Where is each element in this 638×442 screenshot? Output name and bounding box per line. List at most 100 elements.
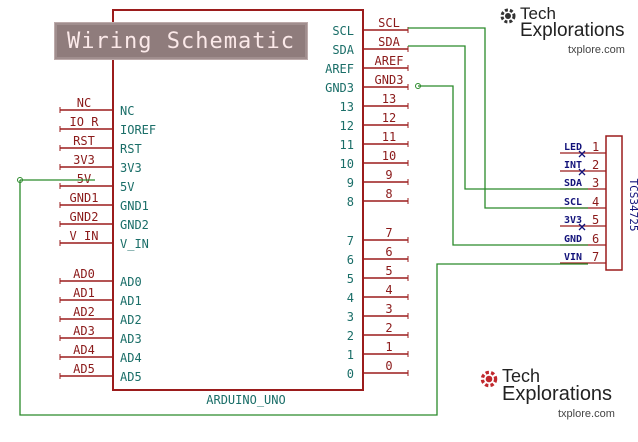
pin-label: GND3 (325, 81, 354, 95)
net-label: GND3 (375, 73, 404, 87)
module-pin-label: SDA (564, 178, 582, 189)
module-pin-number: 4 (592, 195, 599, 209)
module-pin-number: 2 (592, 158, 599, 172)
pin-label: 0 (347, 367, 354, 381)
net-label: NC (77, 96, 91, 110)
net-label: 8 (385, 187, 392, 201)
pin-label: SCL (332, 24, 354, 38)
right-pin-9: 99 (347, 168, 409, 190)
pin-label: GND2 (120, 218, 149, 232)
right-pin-1: 11 (347, 340, 409, 362)
pin-label: AREF (325, 62, 354, 76)
pin-label: NC (120, 104, 134, 118)
pin-label: AD4 (120, 351, 142, 365)
gear-icon (480, 370, 498, 388)
no-connect-mark (578, 223, 586, 231)
right-pin-4: 44 (347, 283, 409, 305)
pin-label: V_IN (120, 237, 149, 251)
net-label: 9 (385, 168, 392, 182)
net-label: 2 (385, 321, 392, 335)
tech-explorations-logo-bottom: Tech Explorations txplore.com (478, 366, 628, 424)
module-pin-sda: SDA 3 (560, 176, 606, 190)
net-label: GND2 (70, 210, 99, 224)
net-label: 5 (385, 264, 392, 278)
net-label: AD1 (73, 286, 95, 300)
pin-label: AD2 (120, 313, 142, 327)
right-pin-0: 00 (347, 359, 409, 381)
wire-vin (19, 179, 588, 416)
net-label: 3 (385, 302, 392, 316)
right-pin-group: SCLSCLSDASDAAREFAREFGND3GND3131312121111… (325, 16, 409, 381)
net-label: AD2 (73, 305, 95, 319)
module-pin-label: SCL (564, 197, 582, 208)
module-pin-label: LED (564, 142, 582, 153)
pin-label: 8 (347, 195, 354, 209)
arduino-board-outline (112, 9, 364, 391)
pin-label: AD5 (120, 370, 142, 384)
net-label: AD4 (73, 343, 95, 357)
net-label: AD3 (73, 324, 95, 338)
net-label: 0 (385, 359, 392, 373)
pin-label: 4 (347, 291, 354, 305)
net-label: 3V3 (73, 153, 95, 167)
tech-explorations-logo-top: Tech Explorations txplore.com (498, 4, 638, 60)
logo-line2: Explorations (520, 20, 625, 41)
pin-label: 5V (120, 180, 134, 194)
pin-label: 11 (340, 138, 354, 152)
logo-url: txplore.com (568, 44, 625, 56)
net-label: 7 (385, 226, 392, 240)
pin-label: 2 (347, 329, 354, 343)
right-pin-7: 77 (347, 226, 409, 248)
pin-label: 5 (347, 272, 354, 286)
module-pin-label: VIN (564, 252, 582, 263)
wires (19, 27, 588, 416)
pin-label: 12 (340, 119, 354, 133)
pin-label: 10 (340, 157, 354, 171)
pin-label: 9 (347, 176, 354, 190)
net-label: 4 (385, 283, 392, 297)
pin-label: 1 (347, 348, 354, 362)
right-pin-5: 55 (347, 264, 409, 286)
title-banner: Wiring Schematic (54, 22, 308, 60)
net-label: 1 (385, 340, 392, 354)
junction-gnd3 (415, 83, 421, 89)
net-label: V_IN (70, 229, 99, 243)
right-pin-11: 11 11 (340, 130, 409, 152)
wire-scl (408, 27, 588, 209)
arduino-board-name: ARDUINO_UNO (206, 393, 285, 407)
right-pin-3: 33 (347, 302, 409, 324)
right-pin-8: 88 (347, 187, 409, 209)
module-pin-number: 7 (592, 250, 599, 264)
right-pin-6: 66 (347, 245, 409, 267)
sensor-module-connector (605, 135, 623, 271)
net-label: 11 (382, 130, 396, 144)
net-label: SCL (378, 16, 400, 30)
junction-5v (17, 177, 23, 183)
net-label: AD5 (73, 362, 95, 376)
sensor-module-name: TCS34725 (627, 179, 638, 232)
logo-line2: Explorations (502, 383, 613, 405)
net-label: 10 (382, 149, 396, 163)
pin-label: 7 (347, 234, 354, 248)
wire-sda (408, 45, 588, 190)
net-label: RST (73, 134, 95, 148)
pin-label: AD1 (120, 294, 142, 308)
net-label: 6 (385, 245, 392, 259)
module-pin-number: 3 (592, 176, 599, 190)
module-pin-label: GND (564, 234, 582, 245)
